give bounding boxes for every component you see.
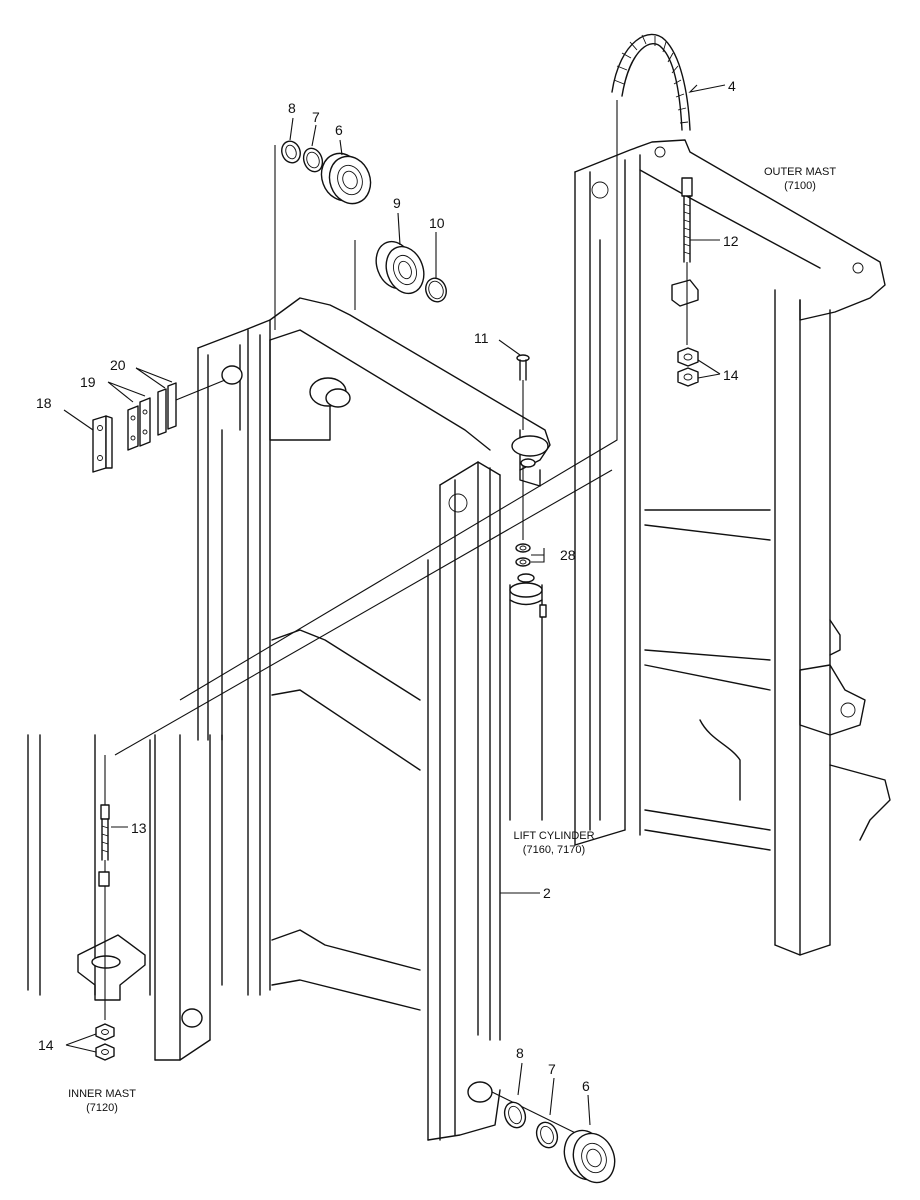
callout-12: 12 xyxy=(723,233,739,249)
side-plates xyxy=(92,379,226,473)
callout-11: 11 xyxy=(474,330,489,346)
callout-labels: 8 7 6 9 10 4 12 11 14 18 19 20 28 13 2 1… xyxy=(36,78,739,1094)
caption-lift-cylinder: LIFT CYLINDER xyxy=(513,830,594,842)
callout-14-left: 14 xyxy=(38,1037,54,1053)
callout-10: 10 xyxy=(429,215,445,231)
caption-outer-mast-code: (7100) xyxy=(784,180,816,192)
callout-18: 18 xyxy=(36,395,52,411)
callout-2: 2 xyxy=(543,885,551,901)
inset-detail xyxy=(27,734,223,1061)
callout-7-top: 7 xyxy=(312,109,320,125)
callout-13: 13 xyxy=(131,820,147,836)
callout-28: 28 xyxy=(560,547,576,563)
callout-19: 19 xyxy=(80,374,96,390)
caption-outer-mast: OUTER MAST xyxy=(764,166,836,178)
callout-7-bottom: 7 xyxy=(548,1061,556,1077)
leader-lines xyxy=(63,84,726,1126)
bolt-and-washers xyxy=(515,354,531,567)
lift-cylinder xyxy=(509,429,549,821)
caption-inner-mast-code: (7120) xyxy=(86,1102,118,1114)
lift-chain xyxy=(114,33,691,756)
callout-14-right: 14 xyxy=(723,367,739,383)
outer-mast xyxy=(574,139,891,956)
callout-8-bottom: 8 xyxy=(516,1045,524,1061)
caption-inner-mast: INNER MAST xyxy=(68,1088,136,1100)
callout-9: 9 xyxy=(393,195,401,211)
caption-lift-cylinder-code: (7160, 7170) xyxy=(523,844,585,856)
callout-8-top: 8 xyxy=(288,100,296,116)
bottom-roller-set xyxy=(491,1091,616,1184)
callout-6-top: 6 xyxy=(335,122,343,138)
captions: OUTER MAST (7100) LIFT CYLINDER (7160, 7… xyxy=(68,166,836,1114)
callout-6-bottom: 6 xyxy=(582,1078,590,1094)
callout-4: 4 xyxy=(728,78,736,94)
callout-20: 20 xyxy=(110,357,126,373)
top-roller-set xyxy=(274,140,447,330)
inner-mast xyxy=(197,297,551,1141)
chain-anchor-bolt-right xyxy=(677,177,699,387)
